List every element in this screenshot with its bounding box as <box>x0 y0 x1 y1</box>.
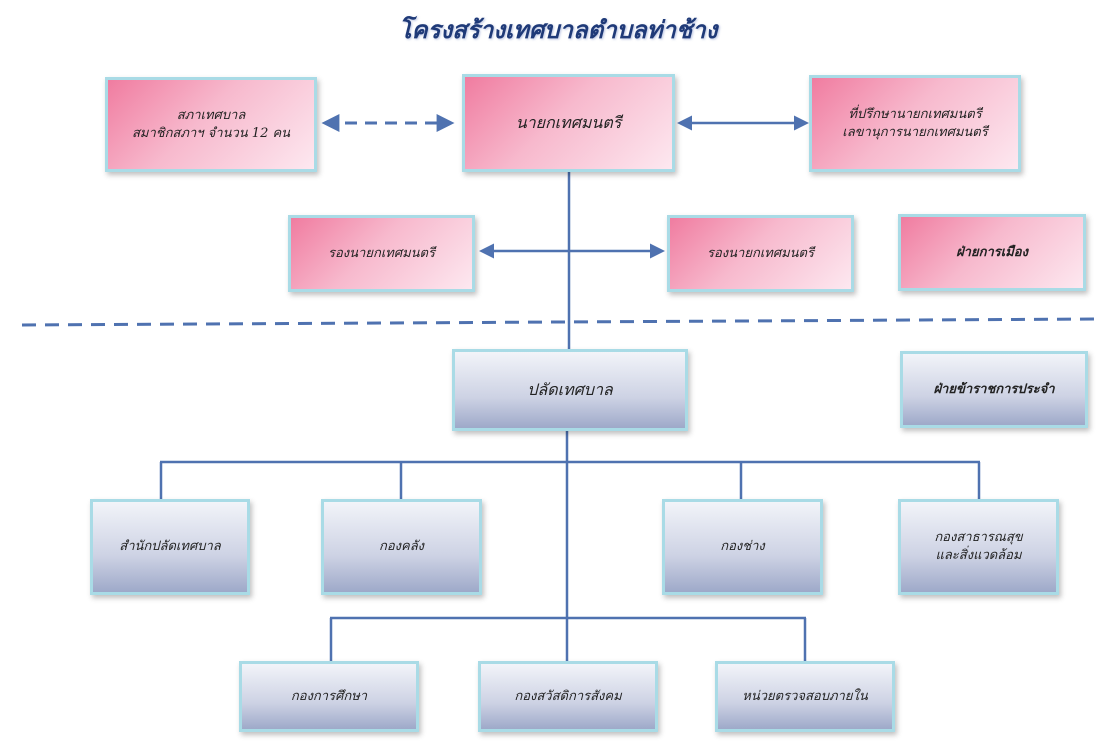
health-line1: กองสาธารณสุข <box>934 530 1023 546</box>
divider-line <box>21 317 1101 327</box>
civil-servants-box: ฝ่ายข้าราชการประจำ <box>900 351 1088 428</box>
civil-servants-label: ฝ่ายข้าราชการประจำ <box>933 381 1055 397</box>
council-line2: สมาชิกสภาฯ จำนวน 12 คน <box>131 125 291 141</box>
education-label: กองการศึกษา <box>290 688 368 704</box>
deputy-right-label: รองนายกเทศมนตรี <box>707 245 814 261</box>
political-affairs-label: ฝ่ายการเมือง <box>956 244 1028 260</box>
deputy-left-label: รองนายกเทศมนตรี <box>328 245 435 261</box>
welfare-label: กองสวัสดิการสังคม <box>514 688 622 704</box>
office-clerk-box: สำนักปลัดเทศบาล <box>90 499 250 595</box>
advisor-line2: เลขานุการนายกเทศมนตรี <box>842 124 988 140</box>
clerk-label: ปลัดเทศบาล <box>527 380 613 400</box>
advisor-box: ที่ปรึกษานายกเทศมนตรี เลขานุการนายกเทศมน… <box>809 75 1021 172</box>
health-line2: และสิ่งแวดล้อม <box>935 548 1022 563</box>
council-line1: สภาเทศบาล <box>176 107 246 123</box>
council-box: สภาเทศบาล สมาชิกสภาฯ จำนวน 12 คน <box>105 77 317 172</box>
deputy-right-box: รองนายกเทศมนตรี <box>667 215 854 292</box>
education-box: กองการศึกษา <box>239 661 419 732</box>
office-clerk-label: สำนักปลัดเทศบาล <box>119 539 221 555</box>
political-affairs-box: ฝ่ายการเมือง <box>898 214 1086 291</box>
welfare-box: กองสวัสดิการสังคม <box>478 661 658 732</box>
diagram-title: โครงสร้างเทศบาลตำบลท่าช้าง <box>398 16 718 44</box>
deputy-left-box: รองนายกเทศมนตรี <box>288 215 475 292</box>
clerk-box: ปลัดเทศบาล <box>452 349 688 431</box>
health-box: กองสาธารณสุข และสิ่งแวดล้อม <box>898 499 1059 595</box>
audit-box: หน่วยตรวจสอบภายใน <box>715 661 895 732</box>
audit-label: หน่วยตรวจสอบภายใน <box>742 688 868 704</box>
finance-label: กองคลัง <box>378 539 425 555</box>
engineering-box: กองช่าง <box>662 499 823 595</box>
engineering-label: กองช่าง <box>720 539 765 555</box>
mayor-label: นายกเทศมนตรี <box>515 113 622 133</box>
finance-box: กองคลัง <box>321 499 482 595</box>
advisor-line1: ที่ปรึกษานายกเทศมนตรี <box>848 106 982 122</box>
mayor-box: นายกเทศมนตรี <box>462 74 675 172</box>
